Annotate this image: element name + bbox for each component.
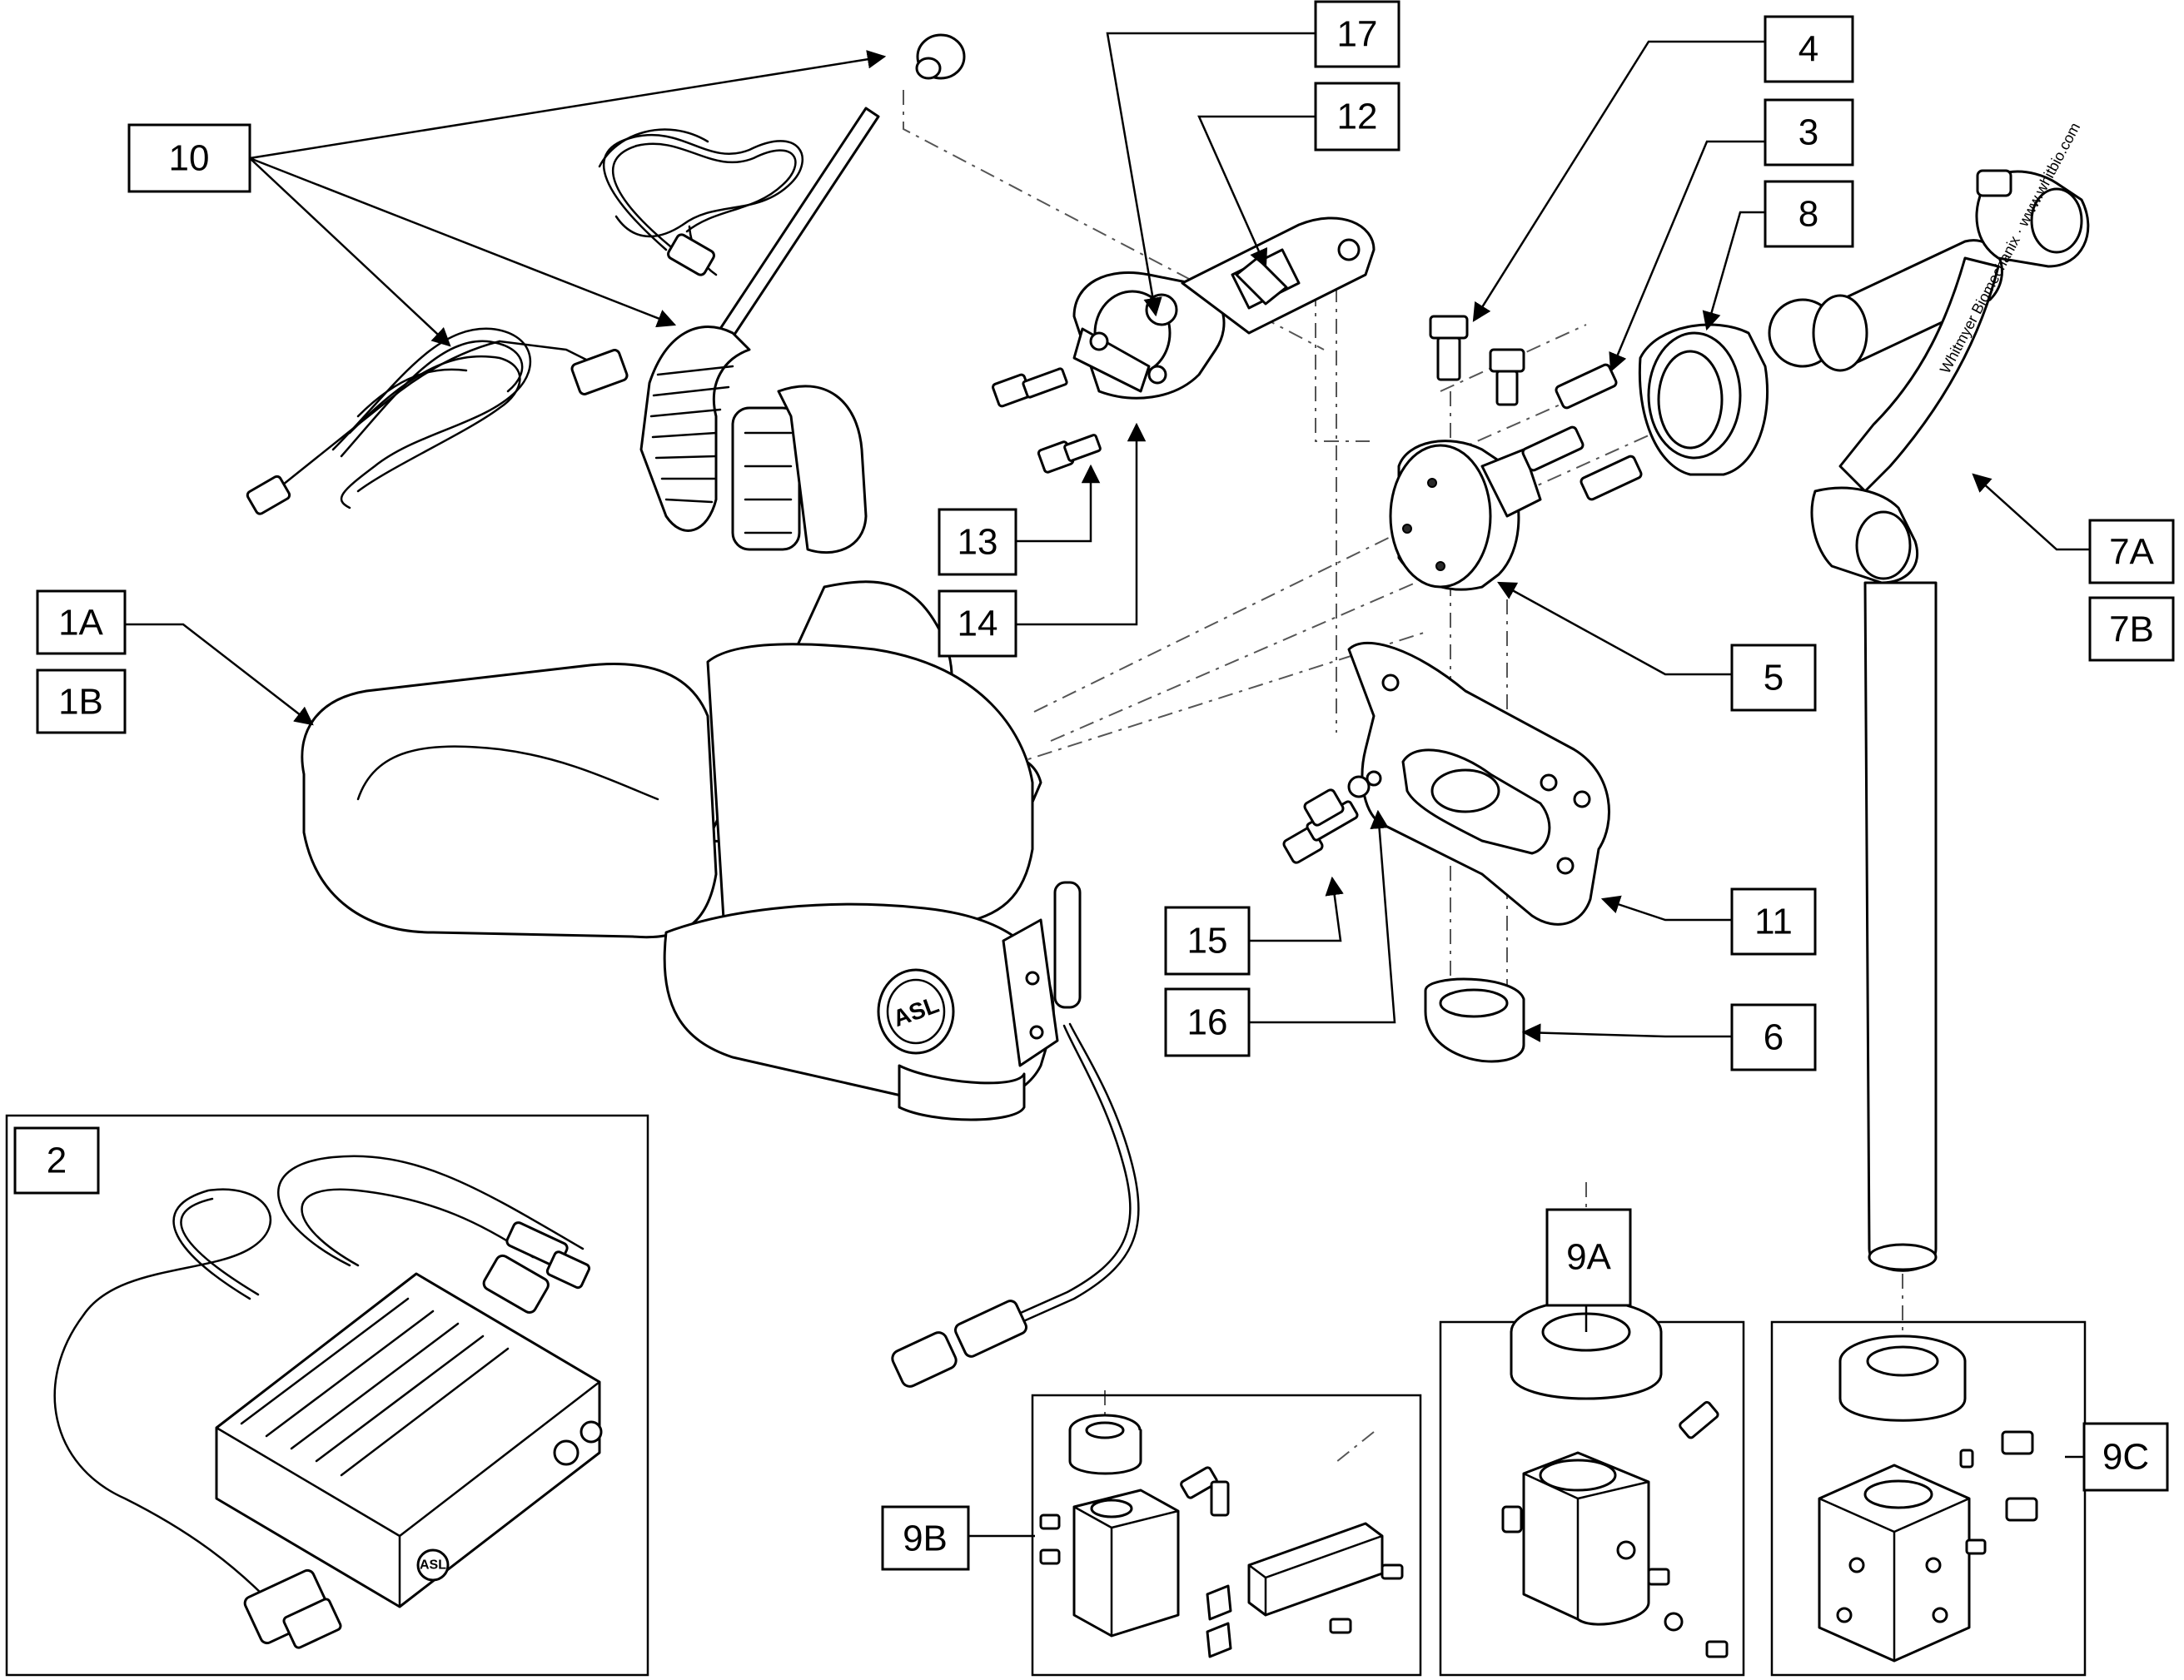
label-2-text: 2 xyxy=(47,1141,67,1181)
label-15: 15 xyxy=(1164,906,1251,976)
label-10-text: 10 xyxy=(169,138,210,179)
label-16: 16 xyxy=(1164,987,1251,1057)
frame-module-2 xyxy=(5,1114,649,1677)
label-9b-text: 9B xyxy=(903,1518,948,1559)
label-11-text: 11 xyxy=(1754,902,1793,942)
label-9a-text: 9A xyxy=(1566,1237,1611,1278)
label-13: 13 xyxy=(938,508,1017,576)
label-12: 12 xyxy=(1314,82,1400,152)
interface-module-2: ASL xyxy=(53,1155,603,1649)
label-14: 14 xyxy=(938,589,1017,658)
label-15-text: 15 xyxy=(1187,921,1228,962)
label-4: 4 xyxy=(1764,15,1854,83)
label-6-text: 6 xyxy=(1764,1017,1784,1058)
mount-9c xyxy=(1818,1335,2038,1663)
label-17: 17 xyxy=(1314,0,1400,68)
label-7b-text: 7B xyxy=(2109,609,2154,650)
label-10: 10 xyxy=(127,123,251,193)
mount-9b xyxy=(1039,1414,1404,1658)
headrest-1: ASL xyxy=(301,580,1140,1388)
label-4-text: 4 xyxy=(1798,29,1818,70)
module-logo: ASL xyxy=(420,1558,446,1573)
label-12-text: 12 xyxy=(1337,97,1378,137)
swivel-assembly xyxy=(992,216,1376,474)
label-8-text: 8 xyxy=(1798,194,1818,235)
label-7b: 7B xyxy=(2088,596,2175,662)
label-6: 6 xyxy=(1730,1003,1817,1071)
label-9a: 9A xyxy=(1545,1208,1632,1307)
label-17-text: 17 xyxy=(1337,14,1378,55)
label-1a: 1A xyxy=(36,589,127,655)
label-16-text: 16 xyxy=(1187,1002,1228,1043)
label-9c: 9C xyxy=(2082,1422,2169,1492)
hub-5 xyxy=(1389,315,1643,591)
label-7a: 7A xyxy=(2088,519,2175,584)
mount-9a xyxy=(1501,1299,1729,1658)
label-2: 2 xyxy=(13,1126,100,1195)
clamp-assembly xyxy=(1282,641,1610,1063)
frame-mount-9c xyxy=(1770,1320,2087,1677)
label-7a-text: 7A xyxy=(2109,532,2154,573)
label-3-text: 3 xyxy=(1798,112,1818,153)
label-11: 11 xyxy=(1730,887,1817,956)
label-14-text: 14 xyxy=(958,604,998,644)
leader-lines xyxy=(125,32,2090,1538)
label-3: 3 xyxy=(1764,98,1854,167)
label-1a-text: 1A xyxy=(58,603,103,644)
label-5: 5 xyxy=(1730,644,1817,712)
label-1b: 1B xyxy=(36,669,127,734)
label-8: 8 xyxy=(1764,180,1854,248)
label-13-text: 13 xyxy=(958,522,998,563)
mounting-arm-7: Whitmyer Biomechanix · www.whitbio.com xyxy=(1768,120,2090,1272)
label-1b-text: 1B xyxy=(58,682,103,723)
label-5-text: 5 xyxy=(1764,658,1784,698)
label-9c-text: 9C xyxy=(2102,1437,2149,1478)
switch-assembly-10 xyxy=(246,33,966,554)
collar-8 xyxy=(1638,323,1769,476)
label-9b: 9B xyxy=(881,1505,970,1571)
